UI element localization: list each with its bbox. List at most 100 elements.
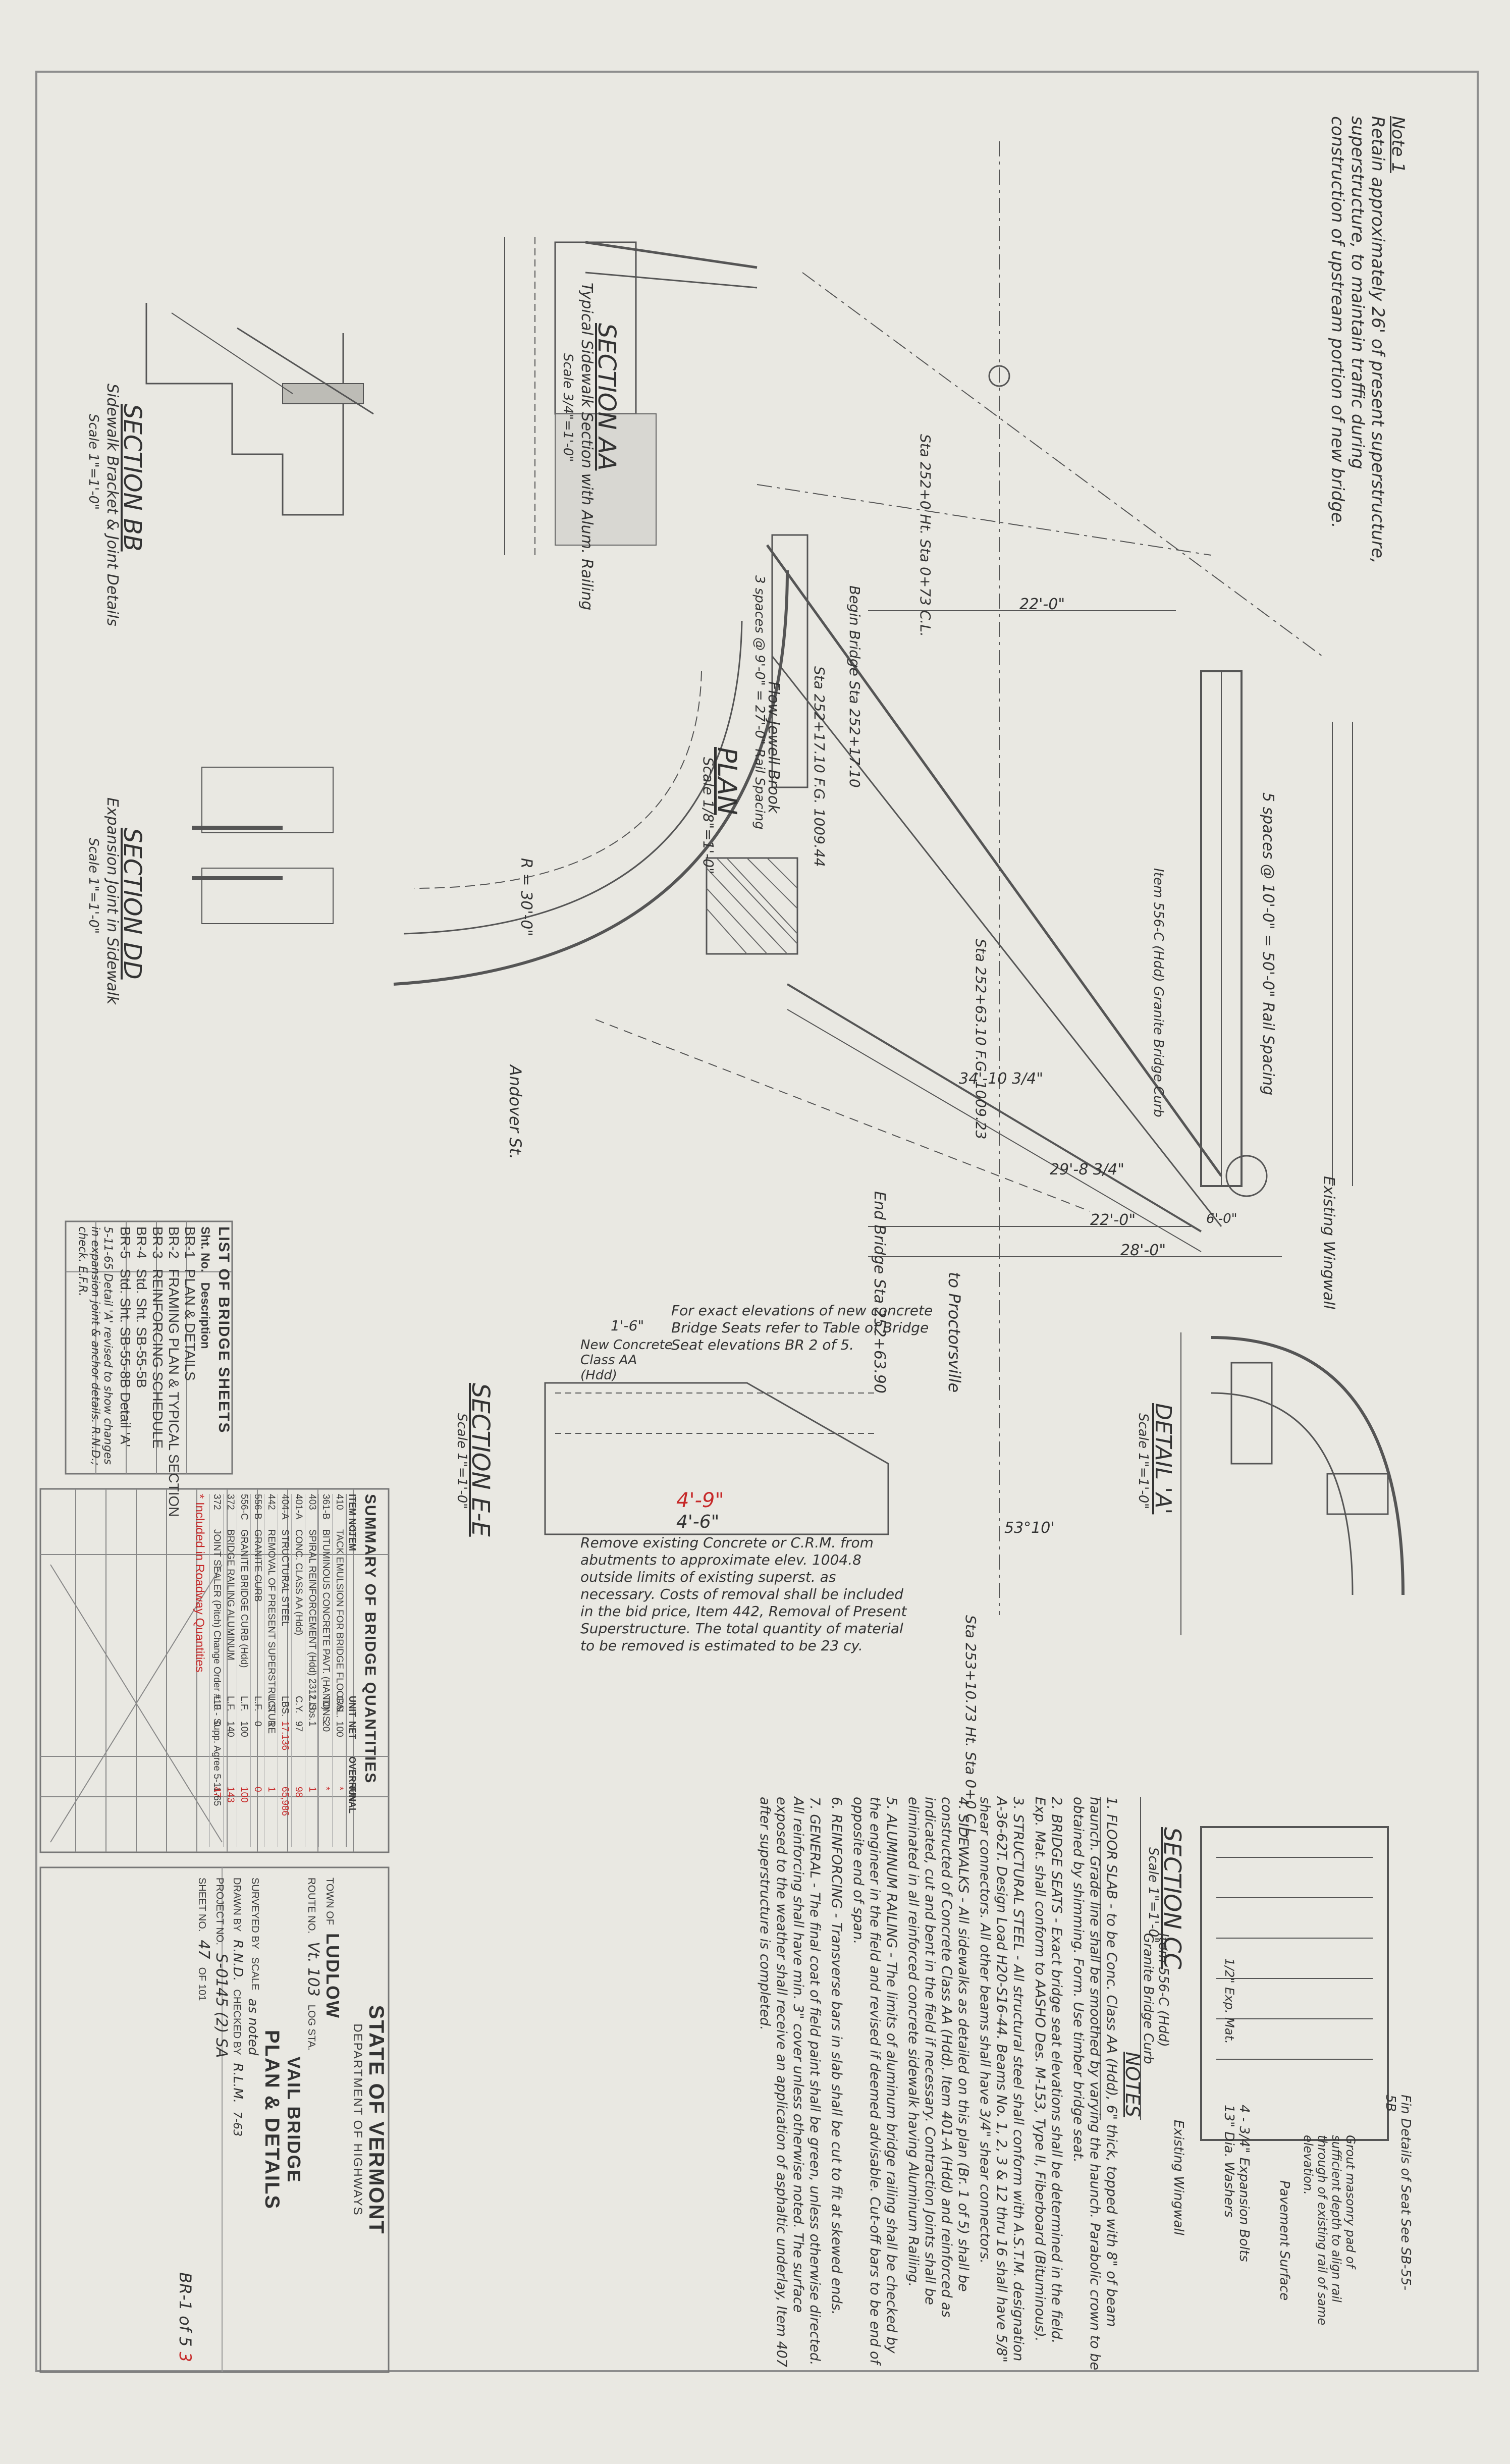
cc-exp-mat: 1/2" Exp. Mat.	[1222, 1958, 1236, 2044]
sheet-no-value: 47	[195, 1940, 212, 1959]
sheet-desc: Std. Sht. SB-55-5B	[134, 1268, 149, 1388]
q-item-desc: GRANITE CURB	[252, 1529, 263, 1602]
q-item-no: 361-B	[320, 1494, 331, 1520]
note-item-6: 6. REINFORCING - Transverse bars in slab…	[829, 1797, 844, 2315]
section-bb-subtitle: Sidewalk Bracket & Joint Details	[103, 384, 121, 626]
drawn-label: DRAWN BY	[231, 1878, 242, 1932]
q-final: 1	[307, 1787, 317, 1792]
q-overrun	[264, 1756, 278, 1787]
log-sta-label: LOG STA.	[306, 2004, 317, 2051]
section-bb-title: SECTION BB	[118, 404, 146, 552]
q-unit: L.S.	[266, 1696, 277, 1713]
new-concrete-dim: 1'-6"	[611, 1317, 644, 1334]
q-net: 0	[211, 1721, 222, 1727]
q-header-unit: UNIT	[347, 1696, 357, 1717]
q-net: 0	[252, 1721, 263, 1727]
q-final: 143	[225, 1787, 236, 1803]
note-item-7: 7. GENERAL - The final coat of field pai…	[757, 1797, 823, 2368]
quantities-grid	[39, 1220, 390, 2373]
dim-34: 34'-10 3/4"	[959, 1070, 1044, 1088]
q-overrun	[210, 1756, 223, 1787]
q-item-desc: STRUCTURAL STEEL	[280, 1529, 290, 1627]
removal-dim: 4'-6"	[676, 1512, 720, 1532]
section-aa-title: SECTION AA	[592, 323, 621, 471]
section-aa-subtitle: Typical Sidewalk Section with Alum. Rail…	[578, 283, 596, 611]
q-net: 100	[334, 1721, 345, 1737]
section-aa-drawing	[504, 237, 758, 555]
q-net: 17.136	[280, 1721, 290, 1751]
note-1-text: Retain approximately 26' of present supe…	[1327, 116, 1388, 564]
drawn-value: R.N.D.	[230, 1940, 245, 1981]
end-bridge-label: End Bridge Sta 252+63.90	[871, 1191, 888, 1394]
checked-value: R.L.M.	[230, 2063, 245, 2104]
q-net: 97	[293, 1721, 304, 1732]
begin-bridge-label: Begin Bridge Sta 252+17.10	[846, 585, 863, 788]
q-unit: C.Y.	[293, 1696, 304, 1713]
angle-label: 53°10'	[1004, 1519, 1055, 1537]
q-unit: L.F.	[225, 1696, 236, 1711]
q-overrun	[305, 1756, 318, 1787]
q-overrun	[224, 1756, 237, 1787]
q-item-no: 404-A	[280, 1494, 290, 1520]
sheet-no: BR-3	[150, 1226, 166, 1259]
q-item-no: 372	[225, 1494, 236, 1510]
q-item-desc: BITUMINOUS CONCRETE PAVT. (HAND)	[320, 1529, 331, 1710]
section-dd-drawing	[192, 767, 334, 924]
q-unit: L.F.	[239, 1696, 249, 1711]
section-dd-title: SECTION DD	[118, 828, 146, 980]
sheet-list-header-desc: Description	[198, 1282, 212, 1349]
note-item-2: 2. BRIDGE SEATS - Exact bridge seat elev…	[1032, 1797, 1064, 2344]
q-item-desc: TACK EMULSION FOR BRIDGE FLOORS	[334, 1529, 345, 1711]
q-item-no: 401-A	[293, 1494, 304, 1520]
q-final: 65,986	[280, 1787, 290, 1816]
quantities-footnote: * Included in Roadway Quantities	[193, 1494, 206, 1673]
route-label: ROUTE NO.	[306, 1878, 317, 1934]
general-notes: NOTES 1. FLOOR SLAB - to be Conc. Class …	[757, 1797, 1144, 2372]
town-label: TOWN OF	[324, 1878, 335, 1925]
agency-name: STATE OF VERMONT	[365, 2005, 389, 2235]
q-header-desc: ITEM	[347, 1529, 357, 1551]
q-item-no: 403	[307, 1494, 317, 1510]
q-item-no: 556-C	[239, 1494, 249, 1520]
new-concrete-label: New Concrete Class AA (Hdd)	[580, 1337, 673, 1383]
q-unit: GAL.	[334, 1696, 345, 1718]
sheet-list-title: LIST OF BRIDGE SHEETS	[215, 1226, 232, 1434]
sheet-ref: BR-1 of 5	[176, 2272, 195, 2347]
q-header-net: NET	[347, 1721, 357, 1739]
surveyed-label: SURVEYED BY	[249, 1878, 260, 1949]
q-overrun	[237, 1756, 250, 1787]
bridge-name: VAIL BRIDGE	[284, 2056, 304, 2183]
q-final: 0	[252, 1787, 263, 1792]
sheet-of: OF 101	[196, 1967, 207, 2001]
q-unit: L.F.	[252, 1696, 263, 1711]
checked-label: CHECKED BY	[231, 1989, 242, 2055]
note-1-label: Note 1	[1388, 116, 1408, 173]
bridge-plan-lines	[393, 141, 1353, 1615]
cc-fin-details: Fin Details of Seat See SB-55-5B	[1383, 2095, 1413, 2291]
dim-6: 6'-0"	[1206, 1211, 1237, 1226]
scale-value: as noted	[245, 1998, 260, 2056]
project-value: S-0145 (2) SA	[212, 1953, 230, 2058]
q-header-overrun: OVERRUN	[347, 1756, 357, 1802]
q-final: *	[334, 1787, 345, 1791]
department-name: DEPARTMENT OF HIGHWAYS	[351, 2023, 364, 2216]
route-value: Vt. 103	[304, 1942, 322, 1997]
removal-dim-red: 4'-9"	[676, 1489, 724, 1512]
sheet-no: BR-4	[134, 1226, 149, 1259]
q-overrun	[292, 1756, 305, 1787]
note-item-3: 3. STRUCTURAL STEEL - All structural ste…	[977, 1797, 1026, 2363]
dim-29: 29'-8 3/4"	[1050, 1161, 1124, 1179]
project-label: PROJECT NO.	[214, 1878, 225, 1946]
section-cc-scale: Scale 1"=1'-0"	[1146, 1847, 1161, 1944]
station-1-label: Sta 252+17.10 F.G. 1009.44	[811, 666, 828, 867]
section-aa-scale: Scale 3/4"=1'-0"	[560, 353, 575, 462]
cc-granite-curb: Item 556-C (Hdd) Granite Bridge Curb	[1141, 1933, 1171, 2064]
sheet-no: BR-5	[118, 1226, 133, 1259]
